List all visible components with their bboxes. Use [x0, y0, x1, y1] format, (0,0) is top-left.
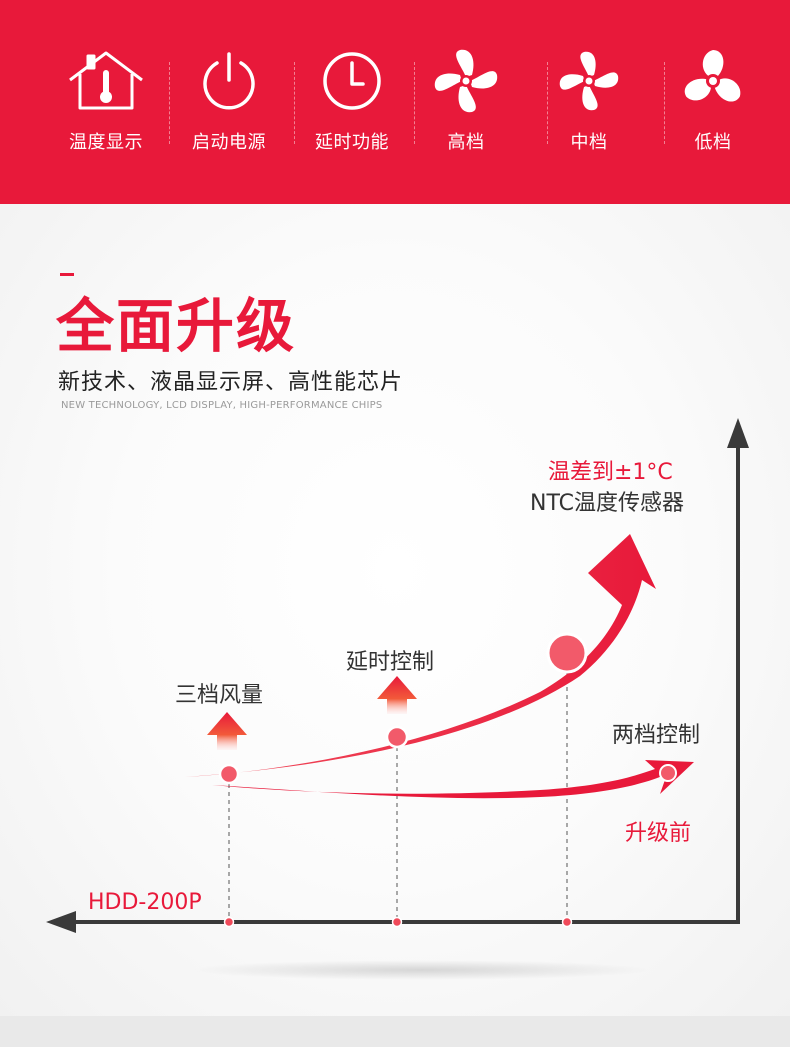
axis-points [223, 916, 573, 928]
axes [46, 418, 749, 933]
fan-mid-icon [549, 48, 629, 114]
feature-mid-speed: 中档 [534, 0, 644, 204]
peak-label-sensor: NTC温度传感器 [530, 491, 684, 516]
upgrade-point [218, 763, 240, 785]
divider [294, 62, 295, 144]
divider [664, 62, 665, 144]
before-upgrade-dot [659, 764, 677, 782]
feature-low-speed: 低档 [658, 0, 768, 204]
feature-label: 温度显示 [69, 132, 143, 153]
floor-shadow [190, 960, 650, 980]
page-subtitle: 新技术、液晶显示屏、高性能芯片 [58, 370, 404, 395]
x-axis-arrowhead [46, 911, 76, 933]
axis-point [223, 916, 235, 928]
page-subtitle-en: NEW TECHNOLOGY, LCD DISPLAY, HIGH-PERFOR… [61, 400, 383, 411]
house-thermometer-icon [66, 48, 146, 114]
up-arrow-icon [377, 676, 417, 714]
y-axis-arrowhead [727, 418, 749, 448]
clock-icon [312, 48, 392, 114]
peak-label-accuracy: 温差到±1°C [548, 460, 673, 485]
before-label: 两档控制 [612, 723, 701, 748]
guide-lines [228, 655, 568, 921]
before-upgrade-arrow [212, 760, 694, 799]
model-label: HDD-200P [88, 890, 202, 915]
fan-low-icon [673, 48, 753, 114]
point-label-three-speed: 三档风量 [175, 683, 264, 708]
feature-bar: 温度显示 启动电源 延时功能 [0, 0, 790, 204]
main-panel [0, 204, 790, 1016]
page-title: 全面升级 [56, 292, 297, 360]
feature-label: 中档 [570, 132, 608, 153]
axis-point [391, 916, 403, 928]
feature-temperature-display: 温度显示 [51, 0, 161, 204]
divider [414, 62, 415, 144]
accent-dash [60, 273, 74, 276]
feature-power-start: 启动电源 [174, 0, 284, 204]
upgrade-arrow [185, 534, 656, 777]
feature-label: 启动电源 [192, 132, 266, 153]
power-icon [189, 48, 269, 114]
before-upgrade-tag: 升级前 [625, 821, 692, 846]
feature-label: 高档 [447, 132, 485, 153]
fan-high-icon [426, 48, 506, 114]
up-arrow-icon [207, 712, 247, 750]
upgrade-point [385, 725, 409, 749]
axis-point [561, 916, 573, 928]
feature-delay: 延时功能 [297, 0, 407, 204]
point-label-delay-control: 延时控制 [346, 650, 435, 675]
divider [169, 62, 170, 144]
feature-label: 延时功能 [315, 132, 389, 153]
feature-label: 低档 [694, 132, 732, 153]
feature-high-speed: 高档 [411, 0, 521, 204]
bottom-strip [0, 1016, 790, 1047]
upgrade-peak-point [546, 632, 588, 674]
divider [547, 62, 548, 144]
